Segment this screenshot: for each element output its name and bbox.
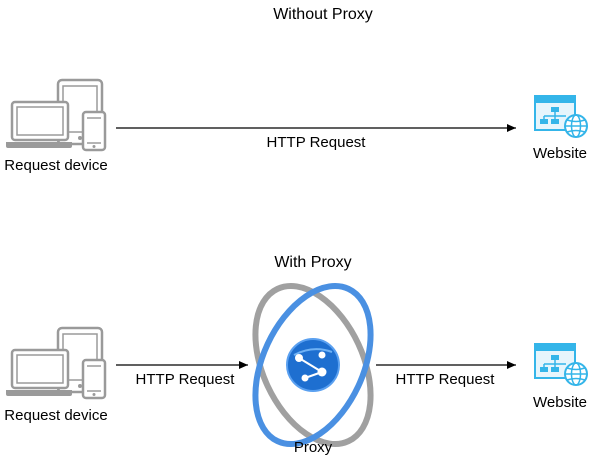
proxy-to-website-label: HTTP Request bbox=[395, 371, 495, 388]
top-request-device-label: Request device bbox=[4, 157, 108, 174]
top-request-device-icon bbox=[4, 78, 107, 152]
without-proxy-title: Without Proxy bbox=[273, 6, 373, 23]
top-website-icon bbox=[534, 95, 588, 138]
proxy-label: Proxy bbox=[293, 439, 333, 456]
bottom-request-device-label: Request device bbox=[4, 407, 108, 424]
with-proxy-title: With Proxy bbox=[274, 254, 352, 271]
device-to-proxy-label: HTTP Request bbox=[135, 371, 235, 388]
bottom-request-device-icon bbox=[4, 326, 107, 400]
bottom-website-label: Website bbox=[533, 394, 587, 411]
proxy-icon bbox=[252, 282, 374, 448]
bottom-website-icon bbox=[534, 343, 588, 386]
top-http-request-label: HTTP Request bbox=[266, 134, 366, 151]
top-website-label: Website bbox=[533, 145, 587, 162]
